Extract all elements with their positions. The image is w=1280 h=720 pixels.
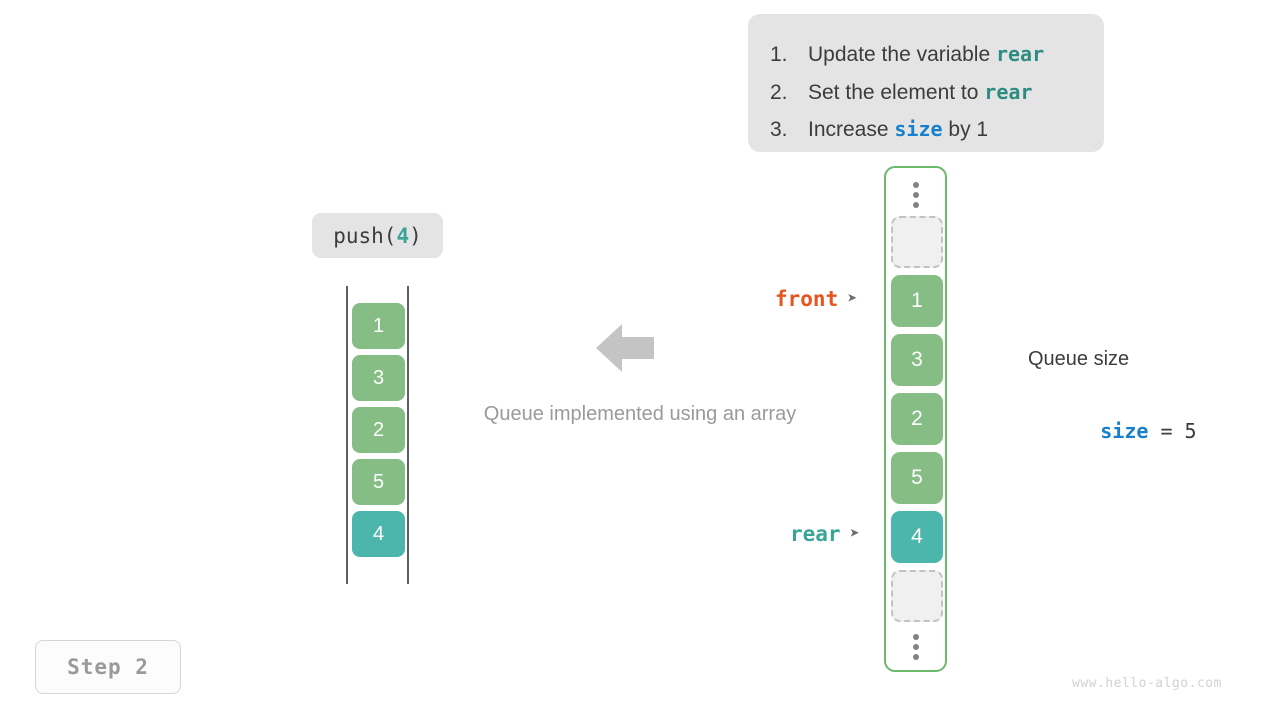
queue-slot: 3 — [891, 334, 943, 386]
instruction-number: 2. — [770, 80, 788, 104]
instruction-text: Increase — [808, 118, 895, 141]
queue-size-title: Queue size — [1028, 348, 1130, 370]
instruction-keyword-rear: rear — [984, 79, 1033, 104]
arrow-right-icon: ➤ — [849, 523, 860, 544]
instruction-keyword-rear: rear — [995, 42, 1045, 66]
size-equals: = — [1148, 419, 1185, 443]
queue-slot: 1 — [891, 275, 943, 327]
left-arrow-icon — [596, 322, 654, 379]
ellipsis-icon-top — [886, 182, 945, 208]
operation-argument: 4 — [396, 223, 410, 248]
queue-size-expression: size = 5 — [1028, 374, 1197, 488]
array-cell: 5 — [352, 459, 405, 505]
instruction-text: Set the element to — [808, 80, 985, 104]
instruction-text-suffix: by 1 — [942, 118, 989, 141]
left-array-cells: 1 3 2 5 4 — [352, 303, 405, 563]
array-cell-new: 4 — [352, 511, 405, 557]
queue-slot-empty — [891, 570, 943, 622]
queue-slot: 5 — [891, 452, 943, 504]
size-variable: size — [1100, 419, 1149, 443]
operation-close-paren: ) — [409, 223, 422, 248]
rear-pointer-label: rear — [790, 522, 841, 546]
instruction-number: 3. — [770, 118, 788, 141]
queue-size-info: Queue size size = 5 — [1028, 344, 1197, 488]
step-badge: Step 2 — [35, 640, 181, 694]
queue-slot-new: 4 — [891, 511, 943, 563]
array-cell: 2 — [352, 407, 405, 453]
instruction-step-1: 1. Update the variable rear — [770, 36, 1104, 74]
operation-label: push(4) — [312, 213, 443, 258]
instruction-panel: 1. Update the variable rear 2. Set the e… — [748, 14, 1104, 152]
left-array: 1 3 2 5 4 — [340, 286, 420, 584]
queue-slot-empty — [891, 216, 943, 268]
instruction-step-2: 2. Set the element to rear — [770, 74, 1104, 112]
queue-slot: 2 — [891, 393, 943, 445]
instruction-number: 1. — [770, 43, 788, 66]
arrow-right-icon: ➤ — [847, 288, 858, 309]
front-pointer-label: front — [775, 287, 839, 311]
instruction-text: Update the variable — [808, 43, 996, 66]
array-cell: 1 — [352, 303, 405, 349]
array-bracket-right — [407, 286, 409, 584]
instruction-keyword-size: size — [894, 117, 943, 141]
front-pointer: front ➤ — [775, 287, 857, 311]
instruction-step-3: 3. Increase size by 1 — [770, 111, 1104, 149]
array-cell: 3 — [352, 355, 405, 401]
operation-name: push( — [333, 223, 397, 248]
queue-container: 1 3 2 5 4 — [884, 166, 947, 672]
array-bracket-left — [346, 286, 348, 584]
size-value: 5 — [1184, 419, 1197, 443]
ellipsis-icon-bottom — [886, 634, 945, 660]
watermark: www.hello-algo.com — [1072, 676, 1222, 691]
diagram-caption: Queue implemented using an array — [483, 403, 797, 425]
rear-pointer: rear ➤ — [790, 522, 860, 546]
